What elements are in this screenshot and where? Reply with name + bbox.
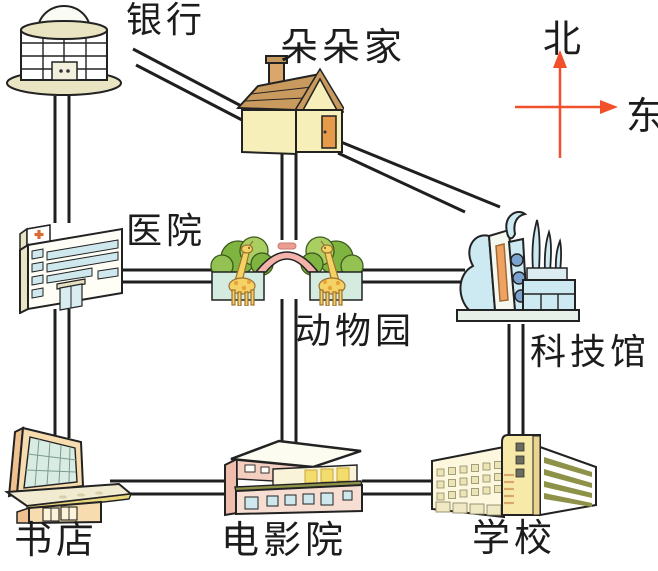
road-home-museum-diagonal: [335, 138, 501, 214]
museum-spike-3: [554, 237, 563, 273]
school-building-icon: [431, 434, 597, 519]
bookstore-label: 书店: [14, 518, 99, 562]
road-cinema-school: [362, 479, 442, 496]
giraffe-left-icon: [228, 240, 256, 306]
duoduo-home-icon: [236, 55, 344, 156]
duoduo-home-label: 朵朵家: [280, 25, 407, 69]
road-home-zoo: [280, 150, 298, 240]
road-bank-home-diagonal: [132, 47, 248, 123]
museum-crescent: [505, 211, 528, 240]
road-bank-hospital: [53, 96, 71, 223]
road-zoo-cinema: [280, 299, 298, 448]
bank-label: 银行: [126, 0, 207, 41]
bookstore-building-icon: [4, 426, 134, 524]
museum-sail: [459, 234, 497, 311]
road-museum-school: [507, 324, 525, 444]
hospital-building-icon: [19, 224, 123, 314]
museum-orange-strip: [495, 243, 509, 302]
science-museum-icon: [456, 211, 580, 322]
cinema-building-icon: [224, 439, 363, 517]
cinema-front: [235, 483, 363, 516]
zoo-label: 动物园: [295, 311, 416, 352]
school-label: 学校: [472, 516, 557, 560]
hospital-label: 医院: [126, 211, 207, 252]
zoo-gate-icon: [210, 236, 364, 306]
giraffe-right-icon: [318, 240, 346, 306]
road-hospital-bookstore: [53, 309, 71, 438]
zoo-gate-sign: [277, 242, 297, 250]
bank-building-icon: [6, 5, 122, 96]
door-canopy: [56, 278, 86, 290]
road-hospital-zoo: [120, 268, 218, 284]
museum-spike-1: [531, 219, 541, 271]
road-zoo-museum: [358, 268, 465, 284]
red-cross-icon: [34, 230, 44, 239]
east-arrowhead-icon: [600, 100, 618, 114]
museum-annex: [522, 279, 576, 311]
compass-east-label: 东: [626, 94, 658, 138]
hospital-windows: [31, 239, 119, 299]
hospital-left-side: [19, 243, 29, 314]
cinema-roof: [230, 439, 362, 469]
north-arrowhead-icon: [553, 50, 567, 68]
left-wall: [241, 109, 297, 156]
museum-spike-2: [543, 229, 552, 273]
bookstore-glass-wall: [23, 436, 78, 489]
science-museum-label: 科技馆: [530, 332, 651, 373]
poster-icons: [304, 467, 350, 484]
compass-rose: [515, 50, 618, 158]
museum-platform: [456, 309, 580, 322]
bank-door: [51, 61, 78, 81]
compass-north-label: 北: [543, 17, 582, 61]
home-door: [321, 115, 337, 149]
cinema-label: 电影院: [221, 518, 348, 562]
school-window-stripes: [544, 457, 592, 507]
